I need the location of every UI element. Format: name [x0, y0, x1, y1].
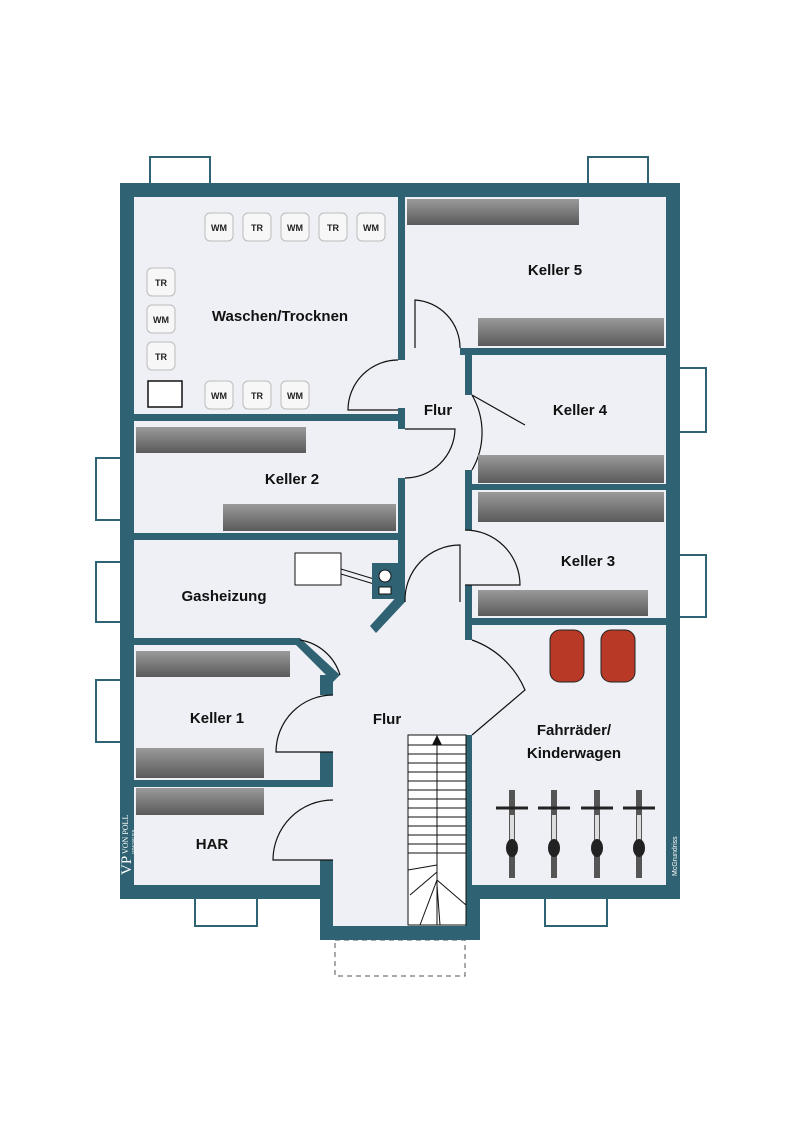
- staircase: [407, 734, 467, 926]
- room-label-fahrraeder: Fahrräder/: [537, 722, 612, 739]
- appliance: WM: [356, 212, 386, 242]
- appliance: WM: [204, 212, 234, 242]
- room-label-kinderwagen: Kinderwagen: [527, 745, 621, 762]
- credit-text: McGrundriss: [672, 836, 679, 876]
- svg-text:WM: WM: [153, 315, 169, 325]
- bicycle-icon: [496, 790, 528, 878]
- bicycles: [496, 790, 655, 878]
- svg-text:TR: TR: [327, 223, 339, 233]
- appliance: TR: [242, 380, 272, 410]
- appliances: WM TR WM TR WM TR WM TR WM TR WM: [146, 212, 386, 410]
- svg-text:TR: TR: [155, 278, 167, 288]
- gas-heater: [294, 552, 398, 599]
- appliance: TR: [242, 212, 272, 242]
- von-poll-logo: VP VON POLL IMMOBILIEN: [119, 815, 136, 875]
- room-label-har: HAR: [196, 836, 229, 853]
- svg-text:TR: TR: [155, 352, 167, 362]
- bicycle-icon: [538, 790, 570, 878]
- kinderwagen: [549, 629, 636, 683]
- room-label-keller5: Keller 5: [528, 262, 582, 279]
- svg-text:IMMOBILIEN: IMMOBILIEN: [131, 829, 136, 854]
- svg-text:WM: WM: [211, 223, 227, 233]
- appliance: WM: [146, 304, 176, 334]
- interior-walls: [120, 197, 680, 940]
- room-label-keller4: Keller 4: [553, 402, 608, 419]
- room-label-waschen: Waschen/Trocknen: [212, 308, 348, 325]
- doors: [272, 299, 526, 861]
- appliance: TR: [146, 341, 176, 371]
- appliance: TR: [146, 267, 176, 297]
- svg-text:WM: WM: [287, 391, 303, 401]
- appliance: WM: [280, 380, 310, 410]
- entrance-outline: [334, 939, 466, 977]
- appliance: WM: [280, 212, 310, 242]
- svg-text:WM: WM: [363, 223, 379, 233]
- svg-text:WM: WM: [287, 223, 303, 233]
- room-label-keller3: Keller 3: [561, 553, 615, 570]
- svg-text:TR: TR: [251, 391, 263, 401]
- room-label-gasheizung: Gasheizung: [181, 588, 266, 605]
- svg-text:VON POLL: VON POLL: [121, 815, 130, 854]
- appliance: WM: [204, 380, 234, 410]
- room-label-flur-upper: Flur: [424, 402, 452, 419]
- room-label-keller1: Keller 1: [190, 710, 244, 727]
- room-label-flur-lower: Flur: [373, 711, 401, 728]
- sink: [147, 380, 183, 408]
- svg-text:WM: WM: [211, 391, 227, 401]
- room-label-keller2: Keller 2: [265, 471, 319, 488]
- svg-text:TR: TR: [251, 223, 263, 233]
- shelves: [136, 199, 664, 815]
- bicycle-icon: [623, 790, 655, 878]
- bicycle-icon: [581, 790, 613, 878]
- svg-text:VP: VP: [119, 856, 135, 875]
- appliance: TR: [318, 212, 348, 242]
